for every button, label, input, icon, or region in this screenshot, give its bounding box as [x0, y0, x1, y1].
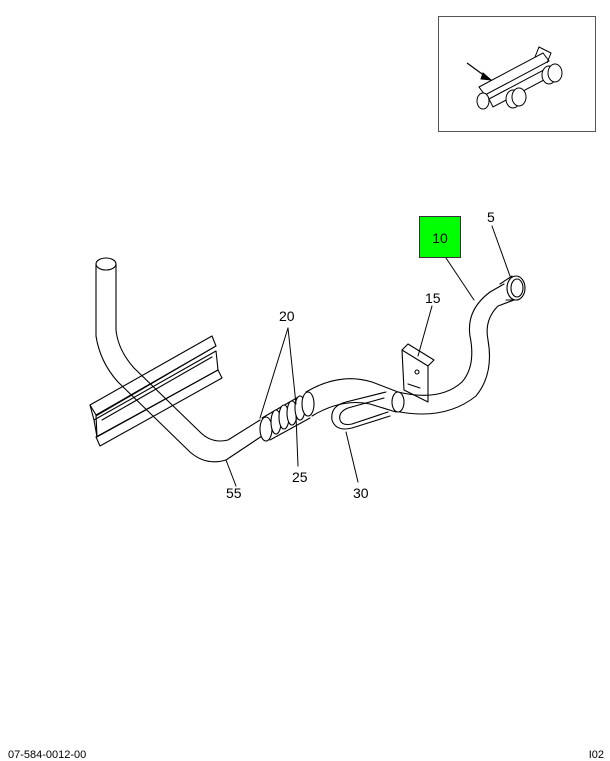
callout-30[interactable]: 30	[353, 485, 369, 501]
flex-connector	[259, 391, 315, 442]
leader-lines	[225, 225, 511, 487]
drawing-number: 07-584-0012-00	[8, 749, 87, 761]
bracket	[401, 343, 435, 403]
callout-10-highlight[interactable]: 10	[419, 216, 461, 258]
tail-pipe	[95, 257, 263, 463]
pipe-end-sleeve	[499, 275, 526, 301]
callout-15[interactable]: 15	[425, 290, 441, 306]
truck-chassis-icon	[466, 46, 563, 110]
callout-55[interactable]: 55	[226, 485, 242, 501]
callout-25[interactable]: 25	[292, 469, 308, 485]
callout-5[interactable]: 5	[487, 209, 495, 225]
clamp	[331, 391, 391, 430]
callout-20[interactable]: 20	[279, 308, 295, 324]
middle-pipe	[305, 378, 405, 417]
exhaust-pipe-highlighted	[397, 283, 515, 415]
callout-10-label: 10	[432, 230, 448, 246]
revision-code: I02	[588, 749, 604, 761]
locator-inset	[438, 16, 596, 132]
